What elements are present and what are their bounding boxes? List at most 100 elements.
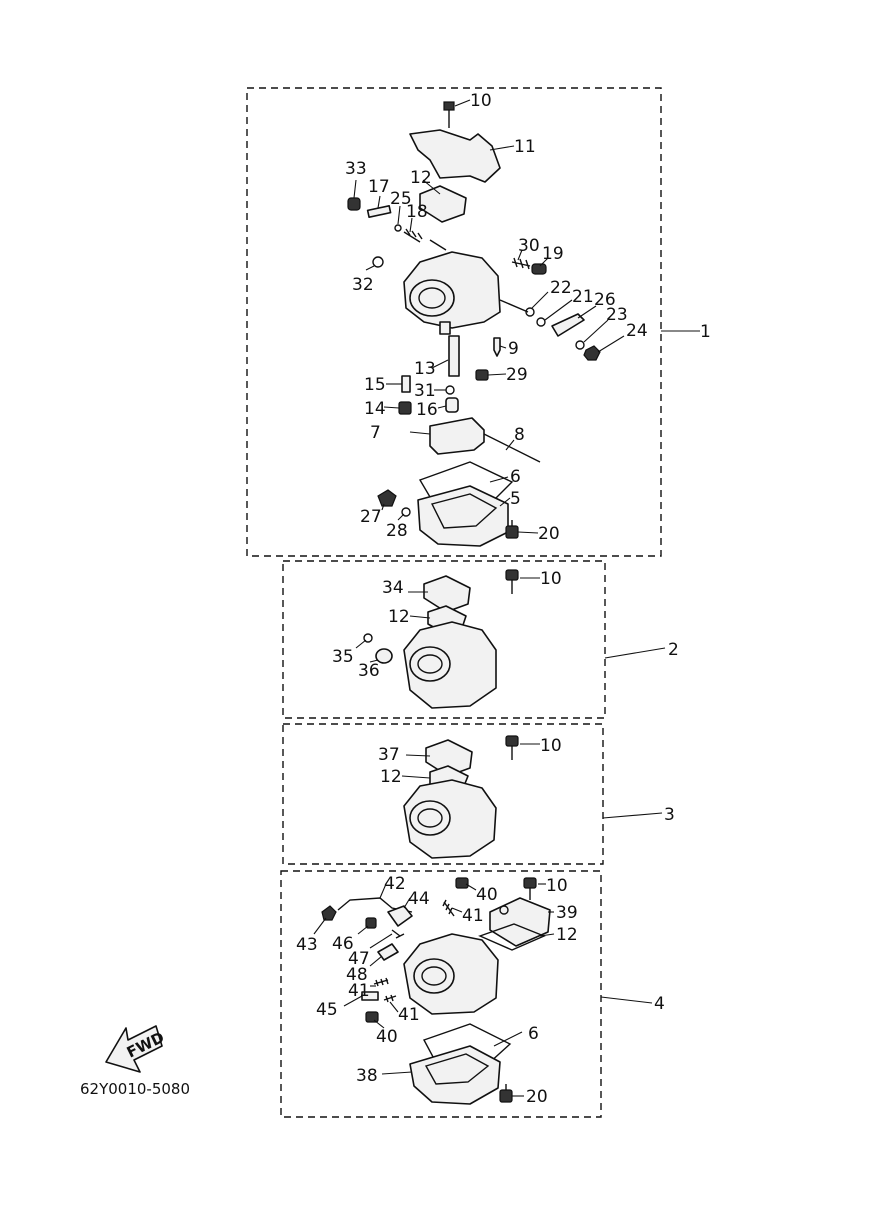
part-float-pin-8 xyxy=(483,433,541,463)
part-float-chamber-38 xyxy=(409,1045,501,1105)
part-clip-21 xyxy=(536,317,546,327)
part-gasket-28 xyxy=(401,507,411,517)
callout-g1-20: 20 xyxy=(538,524,560,544)
part-screw-17 xyxy=(366,204,392,218)
callout-g1-16: 16 xyxy=(416,400,438,420)
group-1-leaders xyxy=(353,99,625,534)
group-4-parts xyxy=(321,877,551,1105)
fwd-arrow-shape xyxy=(105,1025,163,1073)
callout-g4-41: 41 xyxy=(462,906,484,926)
callout-g1-17: 17 xyxy=(368,177,390,197)
callout-g2-12: 12 xyxy=(388,607,410,627)
callout-g1-26: 26 xyxy=(594,290,616,310)
part-screw-29 xyxy=(475,369,489,381)
group-2-box xyxy=(282,560,606,719)
group-1-box xyxy=(246,87,662,557)
part-screw-10 xyxy=(443,101,455,111)
part-washer-22 xyxy=(525,307,535,317)
part-lever-26 xyxy=(551,313,585,337)
group-3-leader xyxy=(602,812,663,819)
part-46 xyxy=(365,917,377,929)
callout-g4-47: 47 xyxy=(348,949,370,969)
callout-g2-35: 35 xyxy=(332,647,354,667)
part-spring-41-a xyxy=(373,977,389,987)
drawing-code: 62Y0010-5080 xyxy=(80,1080,190,1098)
callout-g4-39: 39 xyxy=(556,903,578,923)
group-label-3: 3 xyxy=(664,805,675,825)
group-4-box xyxy=(280,870,602,1118)
callout-g1-14: 14 xyxy=(364,399,386,419)
part-screw-10 xyxy=(505,735,519,747)
part-screw-40-top xyxy=(455,877,469,889)
part-drain-screw-27 xyxy=(377,489,397,507)
callout-g4-10: 10 xyxy=(546,876,568,896)
group-label-4: 4 xyxy=(654,994,665,1014)
callout-g1-27: 27 xyxy=(360,507,382,527)
part-oring-25 xyxy=(394,224,402,232)
callout-g1-6: 6 xyxy=(510,467,521,487)
part-float-7 xyxy=(429,417,485,455)
part-plate-34 xyxy=(423,575,471,613)
callout-g1-29: 29 xyxy=(506,365,528,385)
callout-g2-10: 10 xyxy=(540,569,562,589)
callout-g4-41: 41 xyxy=(348,981,370,1001)
callout-g4-40: 40 xyxy=(376,1027,398,1047)
callout-g3-12: 12 xyxy=(380,767,402,787)
callout-g1-24: 24 xyxy=(626,321,648,341)
callout-g1-18: 18 xyxy=(406,202,428,222)
callout-g4-6: 6 xyxy=(528,1024,539,1044)
part-jet-15 xyxy=(401,375,411,393)
callout-g4-42: 42 xyxy=(384,874,406,894)
callout-g4-20: 20 xyxy=(526,1087,548,1107)
part-jet-13 xyxy=(448,335,460,377)
group-2-leader xyxy=(604,647,666,659)
group-3-box xyxy=(282,723,604,865)
callout-g1-19: 19 xyxy=(542,244,564,264)
group-3-parts xyxy=(403,735,519,859)
group-2-leaders xyxy=(355,577,540,663)
callout-g4-48: 48 xyxy=(346,965,368,985)
callout-g4-41: 41 xyxy=(398,1005,420,1025)
group-1-parts xyxy=(347,101,601,547)
part-screw-19 xyxy=(531,263,547,275)
part-47 xyxy=(391,929,405,939)
group-label-2: 2 xyxy=(668,640,679,660)
callout-g1-13: 13 xyxy=(414,359,436,379)
part-needle-9 xyxy=(493,337,501,357)
part-cover-39 xyxy=(489,897,551,947)
part-spring-30 xyxy=(511,257,531,270)
callout-g2-34: 34 xyxy=(382,578,404,598)
callout-g1-5: 5 xyxy=(510,489,521,509)
part-screw-40-bottom xyxy=(365,1011,379,1023)
callout-g2-36: 36 xyxy=(358,661,380,681)
part-float-chamber-5 xyxy=(417,485,509,547)
callout-g1-21: 21 xyxy=(572,287,594,307)
callout-g1-31: 31 xyxy=(414,381,436,401)
part-bracket-11 xyxy=(409,129,501,183)
callout-g4-45: 45 xyxy=(316,1000,338,1020)
callout-g4-46: 46 xyxy=(332,934,354,954)
part-gasket-32 xyxy=(372,256,384,268)
group-4-leaders xyxy=(313,883,555,1097)
part-main-jet-16 xyxy=(445,397,459,413)
part-48 xyxy=(377,943,399,961)
part-43 xyxy=(321,905,337,921)
group-2-parts xyxy=(363,569,519,709)
part-screw-20 xyxy=(505,525,519,539)
part-44 xyxy=(387,905,413,927)
part-35 xyxy=(363,633,373,643)
part-gasket-12 xyxy=(478,923,546,951)
callout-g1-32: 32 xyxy=(352,275,374,295)
callout-g4-40: 40 xyxy=(476,885,498,905)
part-36 xyxy=(375,648,393,664)
callout-g1-8: 8 xyxy=(514,425,525,445)
callout-g4-44: 44 xyxy=(408,889,430,909)
part-spring-41-b xyxy=(383,994,397,1003)
part-cover-plate-12 xyxy=(419,185,467,223)
callout-g1-25: 25 xyxy=(390,189,412,209)
callout-g1-12: 12 xyxy=(410,168,432,188)
part-screw-20 xyxy=(499,1089,513,1103)
